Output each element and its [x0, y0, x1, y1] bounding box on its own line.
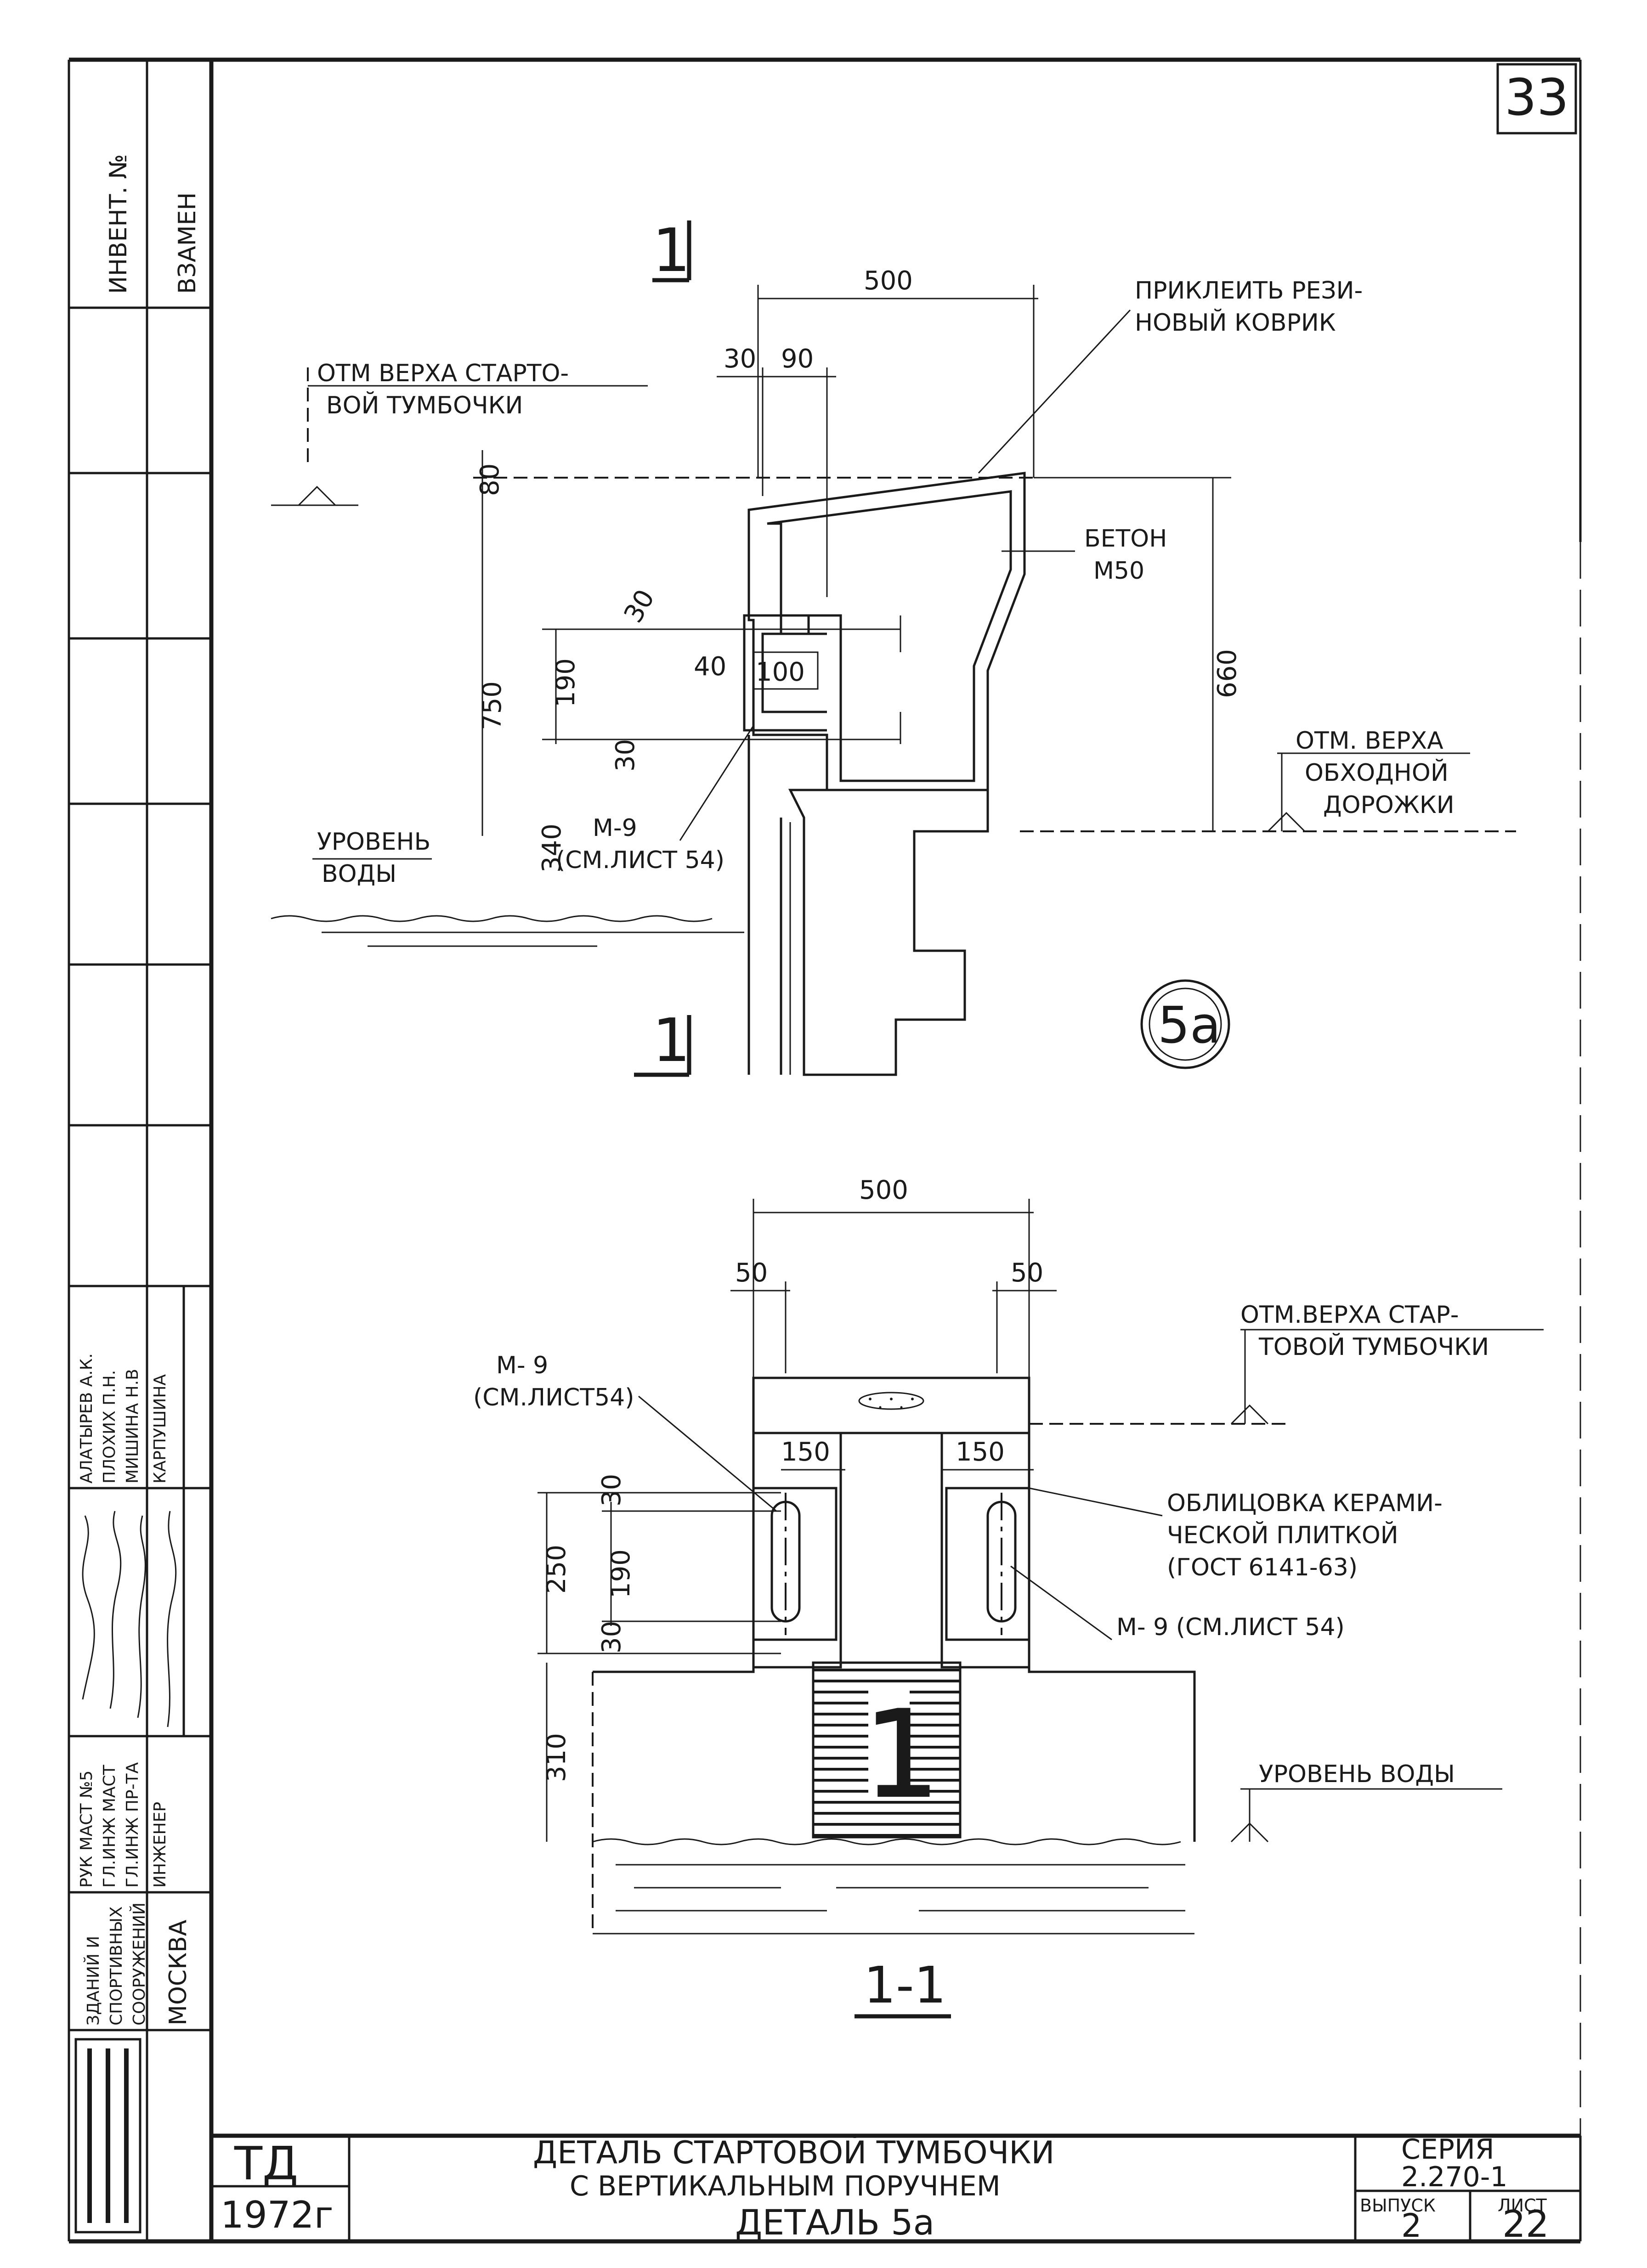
signature-2: [109, 1511, 122, 1709]
elev-dim-150-left: 150: [781, 1437, 830, 1467]
elev-dim-190: 190: [606, 1549, 636, 1598]
dim-750: 750: [477, 681, 507, 730]
dim-80: 80: [475, 463, 505, 496]
label-path-3: ДОРОЖКИ: [1323, 791, 1455, 819]
organization-logo: [74, 2038, 141, 2234]
role-row-4: ИНЖЕНЕР: [151, 1802, 170, 1888]
org-line-1: ЗДАНИЙ И: [84, 1936, 103, 2025]
left-pillar: [752, 1432, 842, 1669]
label-concrete-1: БЕТОН: [1084, 525, 1167, 553]
elev-m9-left-2: (СМ.ЛИСТ54): [473, 1384, 634, 1411]
dim-40: 40: [694, 652, 726, 682]
elev-m9-left-1: М- 9: [496, 1352, 548, 1379]
dim-30-upper: 30: [618, 585, 661, 628]
title-line-1: ДЕТАЛЬ СТАРТОВОЙ ТУМБОЧКИ: [533, 2134, 1054, 2171]
left-stamp-strip: ИНВЕНТ. № ВЗАМЕН АЛАТЫРЕВ А.К. ПЛОХИХ П.…: [69, 154, 211, 2234]
signature-3: [137, 1515, 146, 1718]
handrail-tube: [743, 614, 827, 732]
elev-m9-right: М- 9 (СМ.ЛИСТ 54): [1116, 1614, 1345, 1641]
dim-90-top: 90: [781, 344, 814, 374]
cut-label-top: 1: [652, 215, 690, 285]
elev-dim-30-bottom: 30: [597, 1621, 627, 1653]
label-water-1: УРОВЕНЬ: [317, 828, 430, 856]
role-row-3: ГЛ.ИНЖ ПР-ТА: [123, 1762, 142, 1888]
elev-tiles-1: ОБЛИЦОВКА КЕРАМИ-: [1167, 1489, 1443, 1517]
dim-500-top: 500: [864, 266, 913, 296]
vzamen-label: ВЗАМЕН: [174, 192, 201, 294]
label-path-1: ОТМ. ВЕРХА: [1296, 727, 1443, 755]
label-mat-1: ПРИКЛЕИТЬ РЕЗИ-: [1135, 277, 1363, 305]
tile-cladding-left: [752, 1487, 838, 1641]
sheet-label: ЛИСТ: [1498, 2195, 1547, 2216]
name-row-1: АЛАТЫРЕВ А.К.: [77, 1353, 96, 1484]
corner-number-text: 33: [1505, 68, 1569, 127]
elev-top-level-1: ОТМ.ВЕРХА СТАР-: [1240, 1301, 1459, 1329]
elev-dim-30-top: 30: [597, 1474, 627, 1506]
org-line-2: СПОРТИВНЫХ: [107, 1907, 126, 2025]
elev-tiles-3: (ГОСТ 6141-63): [1167, 1554, 1358, 1581]
label-concrete-2: М50: [1093, 557, 1144, 585]
year: 1972г: [221, 2194, 334, 2236]
title-block: ТД 1972г ДЕТАЛЬ СТАРТОВОЙ ТУМБОЧКИ С ВЕР…: [211, 2133, 1582, 2245]
series-label: СЕРИЯ: [1401, 2133, 1494, 2166]
label-m9-2: (СМ.ЛИСТ 54): [556, 846, 724, 874]
corner-sheet-number: 33: [1496, 63, 1577, 135]
dim-100: 100: [756, 657, 805, 687]
elevation-1-1: 500 50 50 ОТМ.ВЕРХА СТАР- ТОВОЙ ТУМБОЧКИ…: [473, 1175, 1544, 2019]
elev-dim-250: 250: [542, 1545, 572, 1594]
series-value: 2.270-1: [1401, 2161, 1508, 2193]
water-surface: [592, 1838, 1181, 1845]
invent-no-label: ИНВЕНТ. №: [105, 154, 132, 294]
cut-label-bottom: 1: [652, 1005, 690, 1075]
base-outline: [593, 1640, 1196, 1842]
subtitle-detail: ДЕТАЛЬ 5а: [735, 2202, 934, 2243]
name-row-3: МИШИНА Н.В: [123, 1369, 142, 1484]
role-row-2: ГЛ.ИНЖ МАСТ: [100, 1764, 119, 1888]
section-title-1-1: 1-1: [864, 1956, 946, 2014]
signature-4: [167, 1511, 177, 1727]
top-slab: [752, 1377, 1030, 1434]
title-line-2: С ВЕРТИКАЛЬНЫМ ПОРУЧНЕМ: [570, 2170, 1001, 2202]
rubber-mat-mark: [858, 1392, 924, 1410]
label-top-level-1: ОТМ ВЕРХА СТАРТО-: [317, 360, 569, 387]
label-path-2: ОБХОДНОЙ: [1305, 759, 1449, 787]
dim-340: 340: [537, 824, 567, 873]
elev-tiles-2: ЧЕСКОЙ ПЛИТКОЙ: [1167, 1521, 1398, 1549]
logo-td: ТД: [234, 2137, 298, 2190]
elev-water-label: УРОВЕНЬ ВОДЫ: [1259, 1760, 1455, 1788]
label-top-level-2: ВОЙ ТУМБОЧКИ: [326, 391, 523, 419]
pool-wall: [788, 789, 989, 1076]
lane-number: 1: [864, 1686, 940, 1824]
elev-dim-310: 310: [542, 1733, 572, 1782]
elev-dim-50-right: 50: [1011, 1258, 1043, 1288]
tile-cladding-right: [945, 1487, 1030, 1641]
signature-1: [82, 1515, 95, 1700]
sheet-frame: [68, 57, 1582, 2244]
concrete-block: [767, 490, 1012, 782]
name-row-4: КАРПУШИНА: [151, 1374, 170, 1484]
dim-660: 660: [1212, 649, 1242, 698]
detail-mark-5a: 5а: [1158, 996, 1221, 1055]
issue-label: ВЫПУСК: [1360, 2195, 1436, 2216]
org-city: МОСКВА: [164, 1919, 192, 2025]
elev-top-level-2: ТОВОЙ ТУМБОЧКИ: [1258, 1333, 1489, 1361]
section-detail: 1 1 500 30 90 ОТМ ВЕРХА СТАРТО- ВОЙ ТУМБ…: [271, 215, 1516, 1077]
label-water-2: ВОДЫ: [322, 860, 396, 888]
org-line-3: СООРУЖЕНИЙ: [130, 1902, 149, 2025]
dim-30-top: 30: [724, 344, 756, 374]
issue-value: 2: [1401, 2207, 1422, 2245]
elev-dim-500: 500: [859, 1175, 908, 1205]
dim-30-lower: 30: [611, 739, 640, 772]
label-m9-1: М-9: [593, 814, 637, 842]
name-row-2: ПЛОХИХ П.Н.: [100, 1370, 119, 1484]
elev-dim-50-left: 50: [735, 1258, 768, 1288]
sheet-value: 22: [1502, 2203, 1549, 2245]
elev-dim-150-right: 150: [956, 1437, 1005, 1467]
dim-190-section: 190: [551, 658, 581, 707]
label-mat-2: НОВЫЙ КОВРИК: [1135, 309, 1336, 337]
role-row-1: РУК МАСТ №5: [77, 1771, 96, 1888]
